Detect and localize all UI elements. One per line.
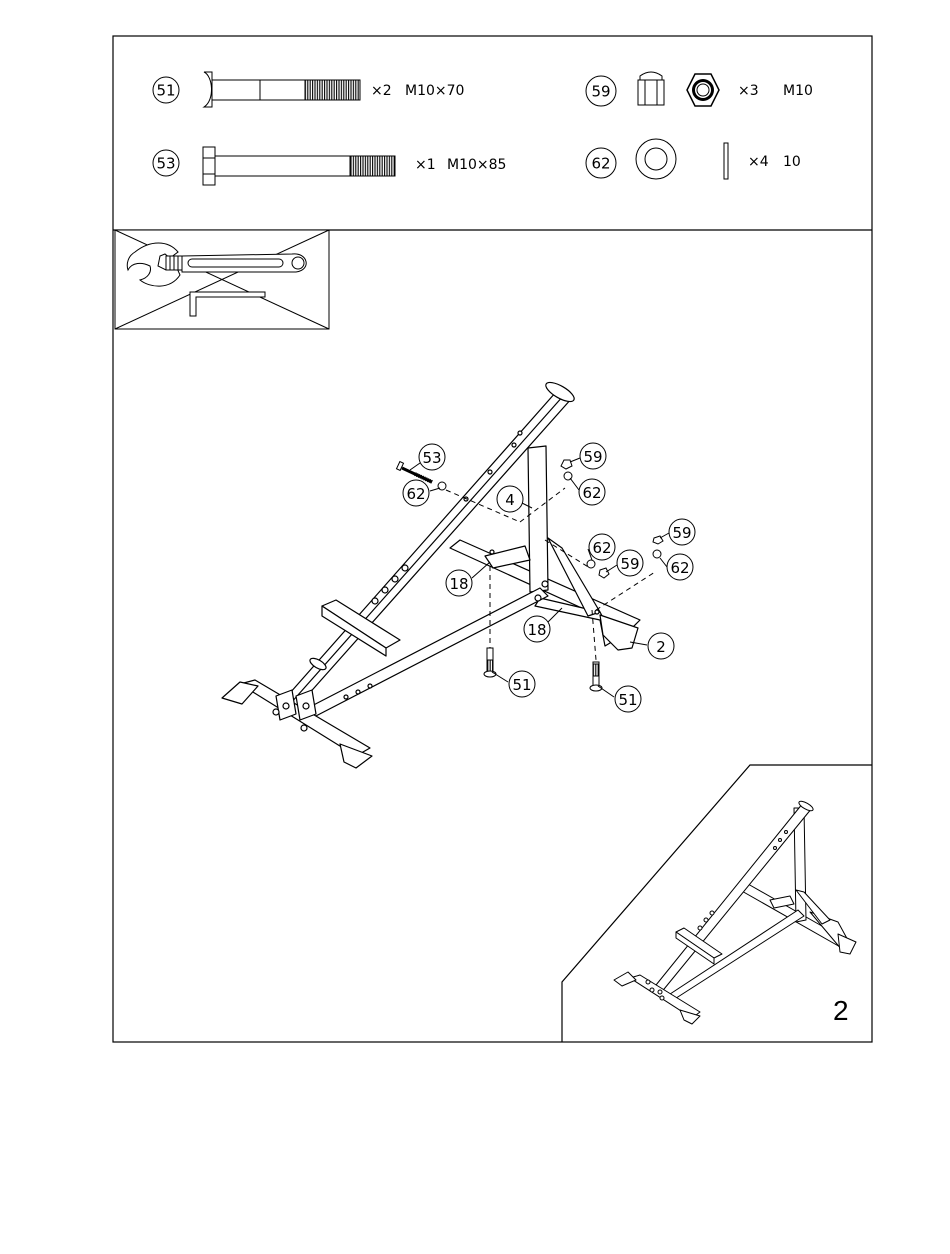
quantity: ×4 (748, 154, 769, 170)
callout-18: 18 (446, 570, 472, 596)
exploded-assembly-diagram (222, 379, 640, 768)
svg-text:62: 62 (592, 539, 611, 557)
part-number-label: 59 (591, 83, 610, 101)
callout-62: 62 (667, 554, 693, 580)
svg-text:62: 62 (670, 559, 689, 577)
hardware-item-59: 59 ×3 M10 (586, 72, 813, 106)
hardware-panel: 51 ×2 M10×70 53 ×1 M10×85 (153, 72, 813, 185)
callout-62: 62 (403, 480, 429, 506)
hardware-item-51: 51 ×2 M10×70 (153, 72, 464, 107)
lock-nut-top-icon (687, 74, 719, 106)
quantity: ×1 (415, 157, 436, 173)
svg-text:51: 51 (618, 691, 637, 709)
callout-51: 51 (509, 671, 535, 697)
bolt-51-exploded (484, 648, 496, 677)
quantity: ×3 (738, 83, 759, 99)
part-number-label: 53 (156, 155, 175, 173)
svg-text:59: 59 (672, 524, 691, 542)
callouts: 53 62 4 59 62 62 59 59 62 18 18 2 51 51 (403, 443, 695, 712)
callout-62: 62 (589, 534, 615, 560)
washer-62-exploded (653, 550, 661, 558)
step-number: 2 (833, 995, 849, 1026)
svg-text:53: 53 (422, 449, 441, 467)
front-foot-plate (222, 682, 258, 704)
hex-bolt-icon (203, 147, 395, 185)
svg-text:59: 59 (620, 555, 639, 573)
carriage-bolt-icon (204, 72, 360, 107)
washer-62-exploded (438, 482, 446, 490)
callout-2: 2 (648, 633, 674, 659)
lock-nut-side-icon (638, 72, 664, 105)
washer-62-exploded (587, 560, 595, 568)
callout-18: 18 (524, 616, 550, 642)
svg-text:51: 51 (512, 676, 531, 694)
quantity: ×2 (371, 83, 392, 99)
svg-text:18: 18 (527, 621, 546, 639)
gusset-18-left (485, 546, 530, 568)
adjustment-holes (344, 431, 599, 699)
callout-59: 59 (580, 443, 606, 469)
svg-text:62: 62 (582, 484, 601, 502)
callout-53: 53 (419, 444, 445, 470)
svg-text:62: 62 (406, 485, 425, 503)
nut-59-exploded (599, 568, 609, 578)
svg-text:18: 18 (449, 575, 468, 593)
upright-post (528, 446, 548, 592)
assembled-frame-thumbnail (614, 799, 856, 1024)
washer-top-icon (636, 139, 676, 179)
callout-59: 59 (669, 519, 695, 545)
callout-51: 51 (615, 686, 641, 712)
svg-text:2: 2 (656, 638, 666, 656)
svg-text:4: 4 (505, 491, 515, 509)
part-number-label: 62 (591, 155, 610, 173)
hardware-item-53: 53 ×1 M10×85 (153, 147, 506, 185)
size: M10×70 (405, 83, 464, 99)
size: M10×85 (447, 157, 506, 173)
washer-side-icon (724, 143, 728, 179)
callout-4: 4 (497, 486, 523, 512)
part-number-label: 51 (156, 82, 175, 100)
tools-box (115, 230, 329, 329)
completed-view-inset: 2 (562, 765, 872, 1042)
size: M10 (783, 83, 813, 99)
callout-62: 62 (579, 479, 605, 505)
svg-text:59: 59 (583, 448, 602, 466)
hardware-item-62: 62 ×4 10 (586, 139, 801, 179)
bolt-51-exploded (590, 662, 602, 691)
size: 10 (783, 154, 801, 170)
callout-59: 59 (617, 550, 643, 576)
